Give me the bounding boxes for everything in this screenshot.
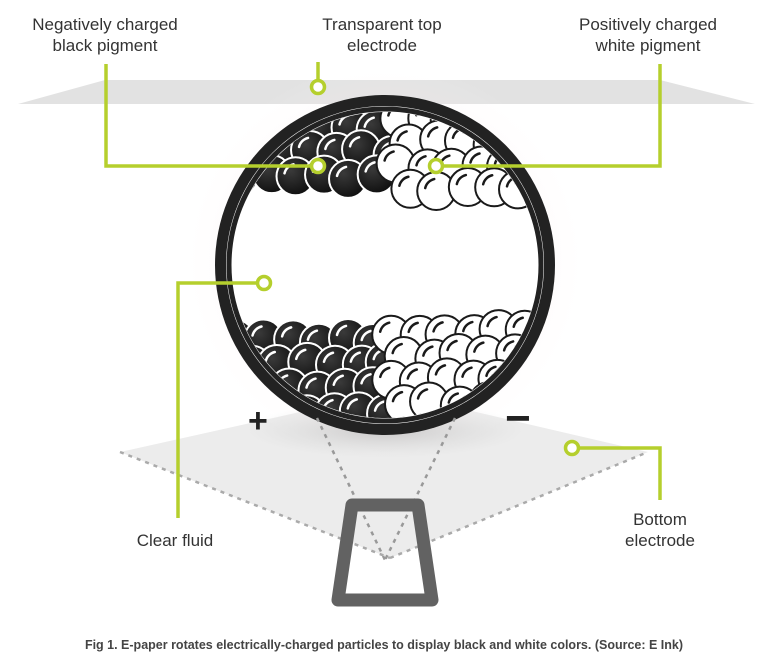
particle-highlight: [360, 329, 372, 342]
particle-highlight: [378, 321, 391, 333]
particle-highlight: [481, 174, 494, 186]
leader-line-clear-fluid: [176, 281, 257, 518]
particle-highlight: [295, 348, 307, 361]
particle-highlight: [406, 368, 419, 380]
particle-highlight: [391, 390, 404, 403]
leader-line-white-pigment: [443, 64, 662, 168]
particle-highlight: [335, 324, 348, 337]
particle-highlight: [407, 321, 419, 334]
label-transparent-top-electrode: Transparent top electrode: [322, 15, 442, 55]
label-positive-white-pigment: Positively charged white pigment: [579, 15, 717, 55]
particle-highlight: [462, 320, 474, 333]
particle-highlight: [373, 400, 386, 412]
particle-highlight: [422, 345, 434, 357]
callout-dot-bottom-electrode: [563, 439, 581, 457]
particle-highlight: [469, 152, 481, 164]
bottom-electrode-edge: [389, 450, 649, 560]
particle-highlight: [423, 177, 436, 190]
callout-dot-clear-fluid: [255, 274, 273, 292]
particle-highlight: [387, 112, 399, 117]
particle-highlight: [332, 374, 345, 387]
particle-highlight: [434, 364, 447, 376]
particle-highlight: [360, 373, 372, 385]
particle-highlight: [324, 138, 336, 151]
particle-highlight: [306, 329, 319, 341]
particle-highlight: [502, 340, 515, 352]
particle-highlight: [485, 365, 497, 378]
label-negative-black-pigment: Negatively charged black pigment: [32, 15, 178, 55]
callout-dot-black-pigment: [309, 157, 327, 175]
bottom-electrode-edge: [119, 450, 391, 560]
capsule-inner-ring: [226, 106, 544, 424]
figure-caption: Fig 1. E-paper rotates electrically-char…: [84, 638, 684, 652]
leader-line-bottom-electrode: [579, 446, 662, 500]
particle-highlight: [461, 366, 473, 378]
particle-highlight: [447, 392, 460, 404]
particle-highlight: [322, 351, 335, 364]
particle-highlight: [432, 321, 444, 333]
particle-highlight: [346, 398, 359, 410]
particle-highlight: [512, 316, 524, 328]
minus-charge-sign: −: [505, 394, 531, 443]
particle-highlight: [391, 342, 403, 355]
particle-highlight: [398, 175, 410, 187]
label-clear-fluid: Clear fluid: [136, 531, 214, 550]
display-pixel-frame: [331, 498, 439, 607]
particle-highlight: [349, 351, 362, 363]
particle-highlight: [473, 341, 485, 353]
callout-dot-white-pigment: [427, 157, 445, 175]
particle-highlight: [363, 116, 375, 128]
particle-highlight: [297, 136, 310, 149]
particle-highlight: [426, 126, 439, 138]
plus-charge-sign: +: [248, 402, 268, 440]
label-bottom-electrode: Bottom electrode: [625, 510, 695, 550]
particle-highlight: [348, 136, 361, 148]
particle-highlight: [383, 150, 395, 162]
particle-highlight: [396, 130, 408, 142]
particle-highlight: [379, 366, 391, 379]
particle-highlight: [251, 325, 263, 337]
particle-highlight: [415, 155, 427, 167]
particle-highlight: [455, 173, 468, 186]
particle-highlight: [264, 350, 277, 363]
particle-highlight: [305, 377, 317, 389]
particle-highlight: [446, 339, 458, 352]
particle-highlight: [280, 326, 293, 338]
leader-line-black-pigment: [104, 64, 312, 168]
particle-highlight: [335, 165, 348, 178]
particle-highlight: [364, 161, 376, 173]
particle-highlight: [486, 315, 498, 328]
particle-highlight: [416, 388, 429, 400]
particle-highlight: [522, 112, 534, 119]
callout-dot-top-electrode: [309, 78, 327, 96]
